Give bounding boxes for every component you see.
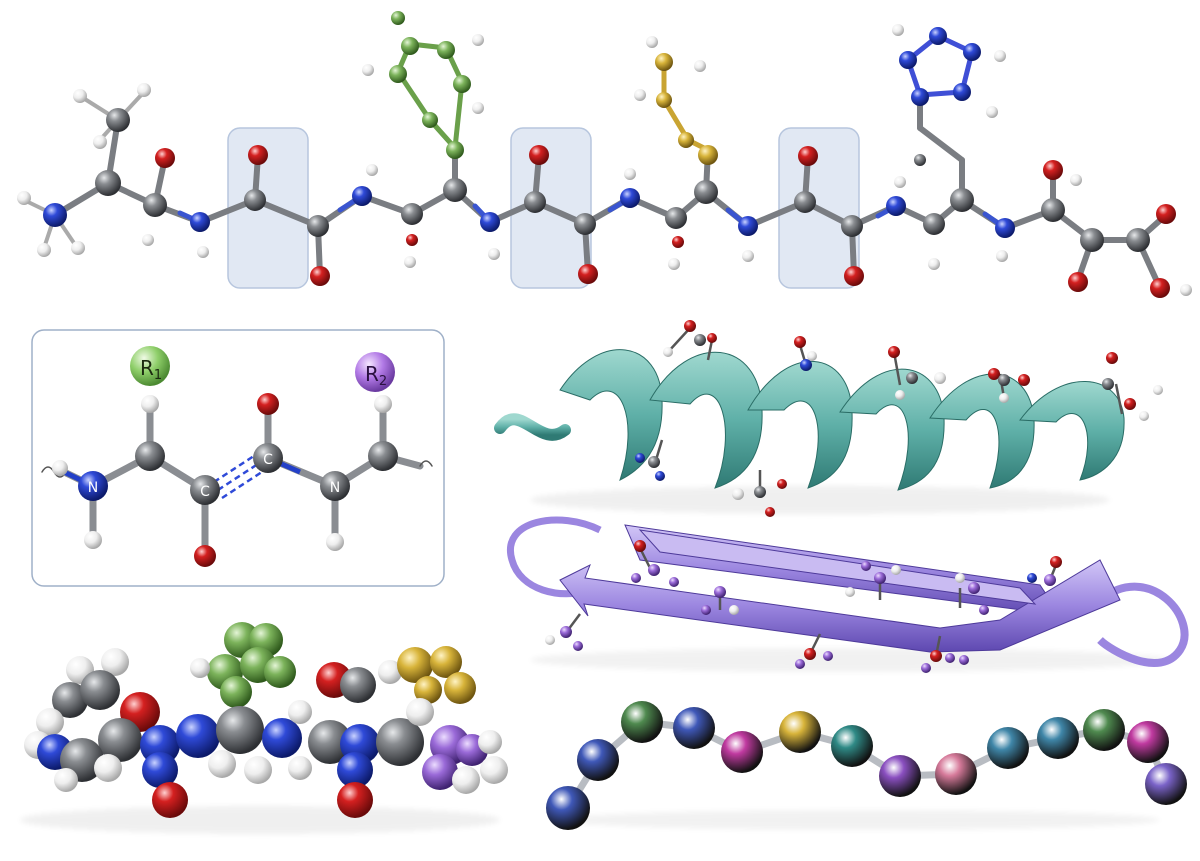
backbone-atoms: [43, 145, 1192, 298]
residue-bead: [1127, 721, 1169, 763]
phenyl-side-chain: [362, 11, 484, 159]
inset-c-carbonyl: C: [200, 484, 210, 500]
residue-bead: [721, 731, 763, 773]
residue-bead: [1083, 709, 1125, 751]
inset-n-left: N: [88, 480, 98, 496]
inset-n-right: N: [330, 480, 340, 496]
residue-bead: [577, 739, 619, 781]
r2-bead: [355, 352, 395, 392]
r1-bead: [130, 346, 170, 386]
peptide-bond-inset: R1 R2 N C C N: [31, 329, 445, 587]
space-filling-model: [20, 622, 508, 834]
beta-sheet-ribbon: [506, 516, 1189, 673]
sulfur-side-chain: [634, 36, 718, 165]
inset-frame: [31, 329, 445, 587]
residue-bead: [831, 725, 873, 767]
bead-chain: [546, 701, 1187, 830]
residue-bead: [673, 707, 715, 749]
residue-bead: [935, 753, 977, 795]
residue-bead: [1145, 763, 1187, 805]
inset-c-right: C: [263, 452, 273, 468]
residue-bead: [546, 786, 590, 830]
residue-bead: [987, 727, 1029, 769]
residue-bead: [1037, 717, 1079, 759]
backbone-ball-and-stick: [17, 11, 1192, 298]
residue-bead: [779, 711, 821, 753]
alpha-helix-ribbon: [494, 320, 1163, 517]
imidazole-side-chain: [892, 24, 1006, 166]
residue-bead: [621, 701, 663, 743]
r2-label: R2: [365, 362, 387, 389]
residue-bead: [879, 755, 921, 797]
r1-label: R1: [140, 356, 162, 383]
